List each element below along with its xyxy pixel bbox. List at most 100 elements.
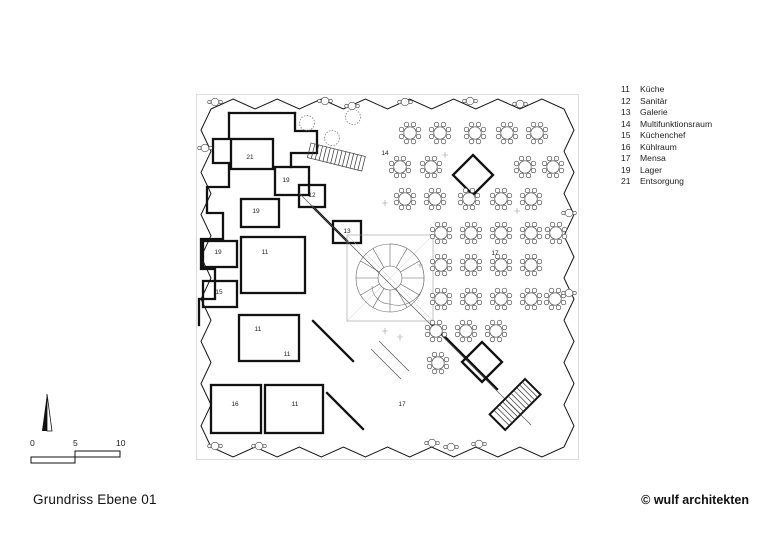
legend-item-label: Mensa — [640, 153, 666, 163]
dining-table — [398, 121, 422, 145]
dining-table — [428, 121, 452, 145]
spiral-stair — [346, 234, 434, 322]
outdoor-table — [207, 441, 223, 451]
ramp-stairs — [306, 142, 366, 172]
legend-item-label: Küchenchef — [640, 130, 686, 140]
legend-item: 11 Küche — [621, 84, 712, 96]
dining-table — [429, 253, 453, 277]
dining-table — [519, 221, 543, 245]
dining-table — [543, 287, 567, 311]
dining-table — [429, 221, 453, 245]
outdoor-table — [344, 101, 360, 111]
room-number: 21 — [246, 154, 254, 161]
dining-table — [541, 155, 565, 179]
dining-table — [525, 121, 549, 145]
dining-table — [484, 319, 508, 343]
outdoor-tables — [197, 96, 577, 452]
room-number: 11 — [284, 351, 291, 358]
legend-item-label: Galerie — [640, 107, 668, 117]
legend-item: 21 Entsorgung — [621, 176, 712, 188]
trees — [299, 109, 361, 146]
dining-table — [424, 319, 448, 343]
room-number: 17 — [398, 401, 406, 408]
legend-item-number: 14 — [621, 118, 631, 129]
interior-thin-lines — [298, 192, 532, 426]
dining-table — [393, 187, 417, 211]
site-boundary — [196, 94, 579, 460]
column-mark — [442, 152, 448, 158]
north-arrow-icon — [38, 392, 56, 434]
dining-table — [519, 253, 543, 277]
scale-label-0: 0 — [30, 438, 35, 448]
outdoor-table — [424, 438, 440, 448]
dining-table — [519, 187, 543, 211]
outdoor-table — [471, 439, 487, 449]
room-number: 11 — [255, 326, 262, 333]
scale-bar-graphic — [30, 450, 121, 464]
drawing-title: Grundriss Ebene 01 — [33, 492, 157, 507]
legend-item-label: Entsorgung — [640, 176, 684, 186]
column-mark — [417, 262, 423, 268]
dining-table — [457, 187, 481, 211]
dining-table — [454, 319, 478, 343]
dining-table — [459, 221, 483, 245]
scale-label-5: 5 — [73, 438, 78, 448]
stairs-southeast — [488, 377, 542, 432]
dining-table — [513, 155, 537, 179]
copyright: © wulf architekten — [641, 493, 749, 507]
dining-table — [489, 187, 513, 211]
legend-item: 15 Küchenchef — [621, 130, 712, 142]
tree — [345, 109, 361, 125]
tree — [324, 130, 340, 146]
legend-item: 19 Lager — [621, 165, 712, 177]
room-number: 17 — [491, 250, 499, 257]
room-number: 19 — [214, 249, 222, 256]
room-number: 11 — [262, 249, 269, 256]
dining-table — [463, 121, 487, 145]
outdoor-table — [561, 288, 577, 298]
legend-item-number: 16 — [621, 141, 631, 152]
tree — [299, 115, 315, 131]
dining-table — [459, 253, 483, 277]
legend-item-number: 15 — [621, 130, 631, 140]
legend-item-label: Küche — [640, 84, 665, 94]
dining-tables — [388, 121, 568, 375]
dining-table — [423, 187, 447, 211]
dining-table — [495, 121, 519, 145]
legend-item-number: 21 — [621, 176, 631, 186]
column-mark — [397, 334, 403, 340]
legend-item: 13 Galerie — [621, 107, 712, 119]
legend-item-number: 19 — [621, 164, 631, 175]
room-number: 16 — [231, 401, 239, 408]
legend-item-label: Lager — [640, 164, 662, 175]
dining-table — [388, 155, 412, 179]
dining-table — [429, 287, 453, 311]
room-number: 19 — [282, 177, 290, 184]
dining-table — [426, 351, 450, 375]
outdoor-table — [251, 441, 267, 451]
room-number: 12 — [308, 192, 316, 199]
outdoor-table — [197, 143, 213, 153]
building-perimeter-outline — [200, 98, 575, 458]
scale-bar: 0 5 10 — [30, 438, 130, 466]
dining-table — [544, 221, 568, 245]
room-number: 15 — [215, 289, 223, 296]
outdoor-table — [462, 96, 478, 106]
legend-item-label: Sanitär — [640, 95, 668, 106]
room-number: 11 — [292, 401, 299, 408]
outdoor-table — [512, 99, 528, 109]
room-number: 13 — [343, 228, 351, 235]
legend-item-number: 13 — [621, 107, 631, 117]
dining-table — [489, 253, 513, 277]
column-mark — [382, 328, 388, 334]
dining-table — [519, 287, 543, 311]
legend-item-number: 11 — [621, 84, 630, 94]
outdoor-table — [207, 97, 223, 107]
dining-table — [489, 287, 513, 311]
